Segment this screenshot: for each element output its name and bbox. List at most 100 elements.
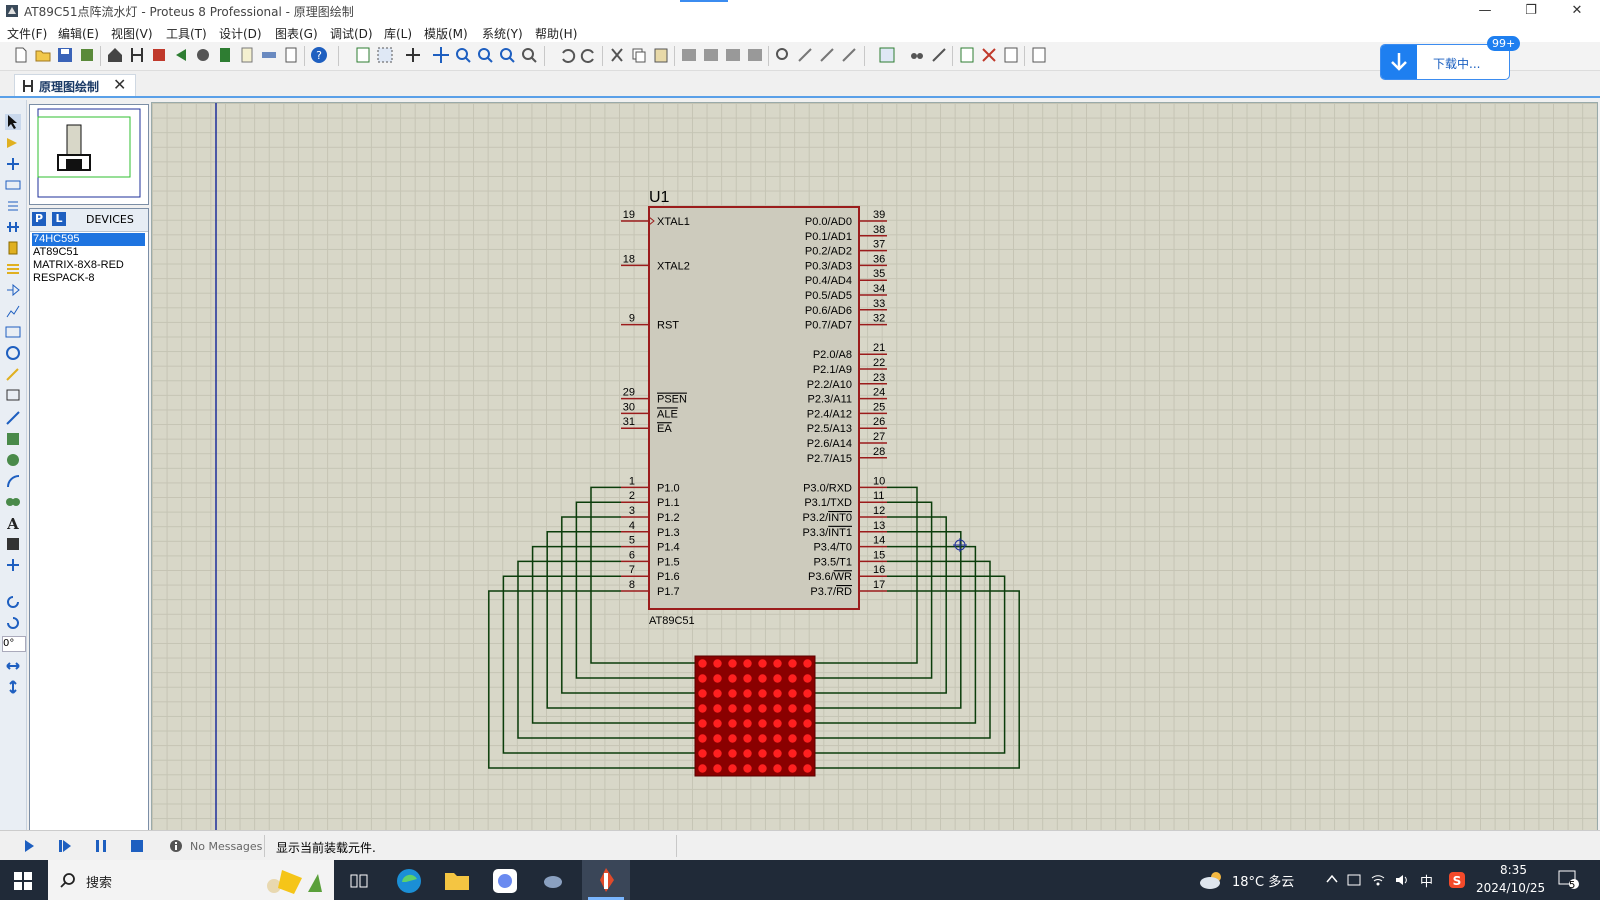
decompose-icon[interactable]	[840, 46, 858, 64]
chip-body[interactable]	[648, 206, 860, 610]
text-tool-icon[interactable]: A	[5, 515, 21, 531]
taskbar-search-box[interactable]: 搜索	[48, 860, 334, 900]
block-copy-icon[interactable]	[680, 46, 698, 64]
path-tool-icon[interactable]	[5, 494, 21, 510]
new-file-icon[interactable]	[12, 46, 30, 64]
grid-toggle-icon[interactable]	[376, 46, 394, 64]
menu-template[interactable]: 模版(M)	[424, 27, 468, 41]
virtual-instruments-icon[interactable]	[5, 387, 21, 403]
block-rotate-icon[interactable]	[724, 46, 742, 64]
pcb-layout-icon[interactable]	[150, 46, 168, 64]
minimize-button[interactable]: —	[1478, 3, 1492, 18]
rotate-clockwise-icon[interactable]	[5, 594, 21, 610]
close-window-button[interactable]: ✕	[1571, 3, 1583, 18]
no-messages-text[interactable]: No Messages	[190, 840, 263, 853]
proteus-taskbar-item[interactable]	[582, 860, 630, 900]
voltage-probe-icon[interactable]	[5, 366, 21, 382]
overview-window[interactable]	[29, 104, 149, 205]
copy-icon[interactable]	[630, 46, 648, 64]
generator-icon[interactable]	[5, 345, 21, 361]
block-delete-icon[interactable]	[746, 46, 764, 64]
pick-devices-button[interactable]: P	[32, 212, 46, 226]
device-item-matrix-8x8-red[interactable]: MATRIX-8X8-RED	[33, 259, 124, 271]
source-code-icon[interactable]	[260, 46, 278, 64]
tray-chevron-up-icon[interactable]	[1326, 874, 1338, 884]
remove-sheet-icon[interactable]	[980, 46, 998, 64]
device-item-respack-8[interactable]: RESPACK-8	[33, 272, 95, 284]
new-sheet-icon[interactable]	[958, 46, 976, 64]
redo-icon[interactable]	[580, 46, 598, 64]
weather-text[interactable]: 18°C 多云	[1232, 875, 1295, 890]
exit-parent-icon[interactable]	[1002, 46, 1020, 64]
edge-browser-icon[interactable]	[396, 868, 422, 894]
zoom-all-icon[interactable]	[498, 46, 516, 64]
selection-mode-icon[interactable]	[5, 114, 21, 130]
rotate-anticlockwise-icon[interactable]	[5, 615, 21, 631]
block-move-icon[interactable]	[702, 46, 720, 64]
origin-icon[interactable]	[404, 46, 422, 64]
gerber-icon[interactable]	[216, 46, 234, 64]
menu-file[interactable]: 文件(F)	[7, 27, 48, 41]
pick-device-icon[interactable]	[774, 46, 792, 64]
schematic-icon[interactable]	[128, 46, 146, 64]
open-folder-icon[interactable]	[34, 46, 52, 64]
led-matrix-body[interactable]	[694, 655, 816, 777]
design-explorer-icon[interactable]	[1030, 46, 1048, 64]
device-item-74hc595[interactable]: 74HC595	[32, 233, 145, 246]
wire-autorouter-icon[interactable]	[878, 46, 896, 64]
text-script-icon[interactable]	[5, 198, 21, 214]
restore-button[interactable]: ❐	[1525, 3, 1537, 18]
menu-help[interactable]: 帮助(H)	[535, 27, 578, 41]
help-icon[interactable]: ?	[310, 46, 328, 64]
menu-tools[interactable]: 工具(T)	[166, 27, 207, 41]
buses-icon[interactable]	[5, 219, 21, 235]
cut-icon[interactable]	[608, 46, 626, 64]
device-item-at89c51[interactable]: AT89C51	[33, 246, 79, 258]
simulation-icon[interactable]	[172, 46, 190, 64]
step-icon[interactable]	[58, 839, 72, 853]
menu-graph[interactable]: 图表(G)	[275, 27, 318, 41]
app-pinwheel-icon[interactable]	[492, 868, 518, 894]
import-icon[interactable]	[78, 46, 96, 64]
graph-mode-icon[interactable]	[5, 303, 21, 319]
property-assign-icon[interactable]	[930, 46, 948, 64]
tape-recorder-icon[interactable]	[5, 324, 21, 340]
terminals-icon[interactable]	[5, 261, 21, 277]
notes-icon[interactable]	[282, 46, 300, 64]
paste-icon[interactable]	[652, 46, 670, 64]
marker-tool-icon[interactable]	[5, 557, 21, 573]
circle-tool-icon[interactable]	[5, 452, 21, 468]
sogou-input-icon[interactable]: S	[1448, 871, 1466, 889]
windows-start-icon[interactable]	[14, 872, 32, 890]
save-icon[interactable]	[56, 46, 74, 64]
menu-design[interactable]: 设计(D)	[219, 27, 262, 41]
download-button[interactable]: 下载中... 99+	[1380, 36, 1521, 80]
notification-icon[interactable]	[1558, 870, 1580, 890]
zoom-area-icon[interactable]	[520, 46, 538, 64]
mirror-vertical-icon[interactable]	[5, 679, 21, 695]
library-manager-button[interactable]: L	[52, 212, 66, 226]
package-tool-icon[interactable]	[818, 46, 836, 64]
home-icon[interactable]	[106, 46, 124, 64]
pan-icon[interactable]	[432, 46, 450, 64]
menu-debug[interactable]: 调试(D)	[330, 27, 373, 41]
menu-system[interactable]: 系统(Y)	[482, 27, 523, 41]
task-view-icon[interactable]	[350, 872, 368, 890]
app-bug-icon[interactable]	[540, 868, 566, 894]
pause-icon[interactable]	[94, 839, 108, 853]
junction-dot-icon[interactable]	[5, 156, 21, 172]
component-mode-icon[interactable]	[5, 135, 21, 151]
volume-icon[interactable]	[1394, 872, 1410, 888]
wifi-icon[interactable]	[1370, 872, 1386, 888]
search-tag-icon[interactable]	[908, 46, 926, 64]
refresh-icon[interactable]	[354, 46, 372, 64]
mirror-horizontal-icon[interactable]	[5, 658, 21, 674]
zoom-out-icon[interactable]	[476, 46, 494, 64]
clock-date[interactable]: 2024/10/25	[1476, 881, 1546, 895]
line-tool-icon[interactable]	[5, 410, 21, 426]
rotation-angle-field[interactable]: 0°	[2, 636, 26, 652]
bom-icon[interactable]	[238, 46, 256, 64]
subcircuit-icon[interactable]	[5, 240, 21, 256]
undo-icon[interactable]	[558, 46, 576, 64]
